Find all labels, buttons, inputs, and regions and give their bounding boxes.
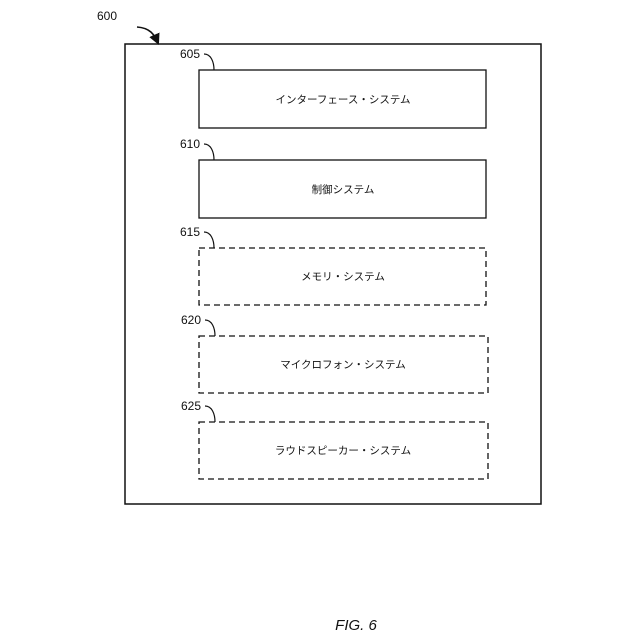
block-605-ref: 605 <box>180 47 200 61</box>
block-605-leader <box>204 54 214 70</box>
block-610-leader <box>204 144 214 160</box>
block-620-leader <box>205 320 215 336</box>
block-625-ref: 625 <box>181 399 201 413</box>
block-625-label: ラウドスピーカー・システム <box>275 445 411 457</box>
block-610-ref: 610 <box>180 137 200 151</box>
block-615-ref: 615 <box>180 225 200 239</box>
block-620-label: マイクロフォン・システム <box>280 359 405 371</box>
block-620-ref: 620 <box>181 313 201 327</box>
block-625-leader <box>205 406 215 422</box>
block-605-label: インターフェース・システム <box>275 94 410 106</box>
outer-ref-arrow <box>137 27 158 43</box>
block-610-label: 制御システム <box>312 183 375 196</box>
figure-caption: FIG. 6 <box>335 617 377 634</box>
block-615-label: メモリ・システム <box>301 271 385 283</box>
outer-ref-label: 600 <box>97 9 117 23</box>
block-615-leader <box>204 232 214 248</box>
